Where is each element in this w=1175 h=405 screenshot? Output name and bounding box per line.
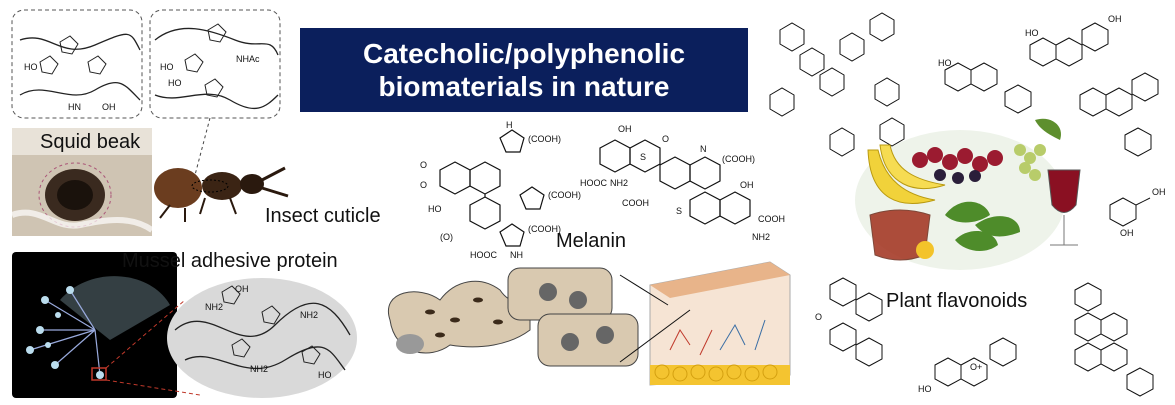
mel1-o-label-2: O — [420, 180, 427, 190]
gallic-oh-label: OH — [1120, 228, 1134, 238]
mel1-nh-label: NH — [510, 250, 523, 260]
mussel-nh2-label-1: NH2 — [205, 302, 223, 312]
quercetin-structure — [1029, 22, 1109, 67]
mussel-oh-label: OH — [235, 284, 249, 294]
mel1-ho-label: HO — [428, 204, 442, 214]
gallic-oh-label-2: OH — [1152, 187, 1166, 197]
quer-ho-label: HO — [1025, 28, 1039, 38]
mel1-hooc-label: HOOC — [470, 250, 498, 260]
mel2-n-label: N — [700, 144, 707, 154]
gallic-acid-structure — [1109, 197, 1151, 227]
mel2-hooc-label: HOOC — [580, 178, 608, 188]
squid-oh-label: OH — [102, 102, 116, 112]
mussel-nh2-label-3: NH2 — [250, 364, 268, 374]
squid-hn-label: HN — [68, 102, 81, 112]
flav-ho-label: HO — [938, 58, 952, 68]
squid-structure-panel: HO HN OH — [11, 9, 143, 119]
mel1-cooh-1: (COOH) — [528, 134, 561, 144]
ellagitannin-structure — [829, 277, 883, 367]
insect-structure-panel: NHAc HO HO — [149, 9, 281, 176]
insect-ho-label: HO — [160, 62, 174, 72]
squid-beak-photo — [10, 128, 154, 236]
skin-cross-section — [619, 261, 791, 386]
mel2-cooh-plain-1: COOH — [622, 198, 649, 208]
antho-o-plus-label: O+ — [970, 362, 982, 372]
mussel-photo — [12, 252, 201, 398]
flavone-structure — [944, 62, 1032, 114]
plant-food-collage — [855, 118, 1081, 270]
antho-ho-label: HO — [918, 384, 932, 394]
insect-nhac-label: NHAc — [236, 54, 260, 64]
ella-o-label: O — [815, 312, 822, 322]
title-line-1: Catecholic/polyphenolic — [362, 38, 686, 69]
melanocyte-cells — [387, 267, 639, 367]
melanin-structure-1-labels: O O H (COOH) (COOH) (COOH) HO (O) HOOC N… — [420, 120, 581, 260]
mussel-nh2-label-2: NH2 — [300, 310, 318, 320]
anthocyanidin-structure — [934, 337, 1017, 387]
mussel-ho-label: HO — [318, 370, 332, 380]
mel1-h-label: H — [506, 120, 513, 130]
title-line-2: biomaterials in nature — [378, 71, 670, 102]
flavonoid-small-labels: HO HO OH OH OH O+ HO O — [815, 14, 1166, 394]
mel2-oh-label-2: OH — [740, 180, 754, 190]
catechin-gallate-structure — [1079, 72, 1159, 157]
melanin-structure-2-labels: OH O S N (COOH) HOOC NH2 COOH S OH COOH … — [580, 124, 785, 242]
mel1-cooh-2: (COOH) — [548, 190, 581, 200]
mel2-nh2-label-2: NH2 — [752, 232, 770, 242]
beetle-illustration — [154, 166, 289, 222]
mel2-nh2-label: NH2 — [610, 178, 628, 188]
mel1-cooh-3: (COOH) — [528, 224, 561, 234]
mel2-oh-label: OH — [618, 124, 632, 134]
melanin-structure-1 — [439, 129, 545, 247]
mel2-s-label: S — [640, 152, 646, 162]
mel2-o-label: O — [662, 134, 669, 144]
insect-ho-label-2: HO — [168, 78, 182, 88]
mussel-protein-structure: NH2 NH2 NH2 OH HO — [167, 278, 357, 398]
squid-ho-label: HO — [24, 62, 38, 72]
squid-beak-label: Squid beak — [40, 131, 141, 153]
mel2-s-label-2: S — [676, 206, 682, 216]
title-banner: Catecholic/polyphenolic biomaterials in … — [300, 28, 748, 112]
mussel-adhesive-protein-label: Mussel adhesive protein — [122, 250, 338, 272]
mel2-cooh-label: (COOH) — [722, 154, 755, 164]
mel1-o-paren-label: (O) — [440, 232, 453, 242]
quer-oh-label: OH — [1108, 14, 1122, 24]
tannin-structure — [769, 12, 905, 157]
mel1-o-label: O — [420, 160, 427, 170]
mel2-cooh-plain-2: COOH — [758, 214, 785, 224]
melanin-structure-2 — [599, 139, 751, 225]
melanin-label: Melanin — [556, 230, 627, 252]
insect-cuticle-label: Insect cuticle — [265, 205, 381, 227]
procyanidin-structure — [1074, 282, 1154, 397]
plant-flavonoids-label: Plant flavonoids — [886, 290, 1028, 312]
